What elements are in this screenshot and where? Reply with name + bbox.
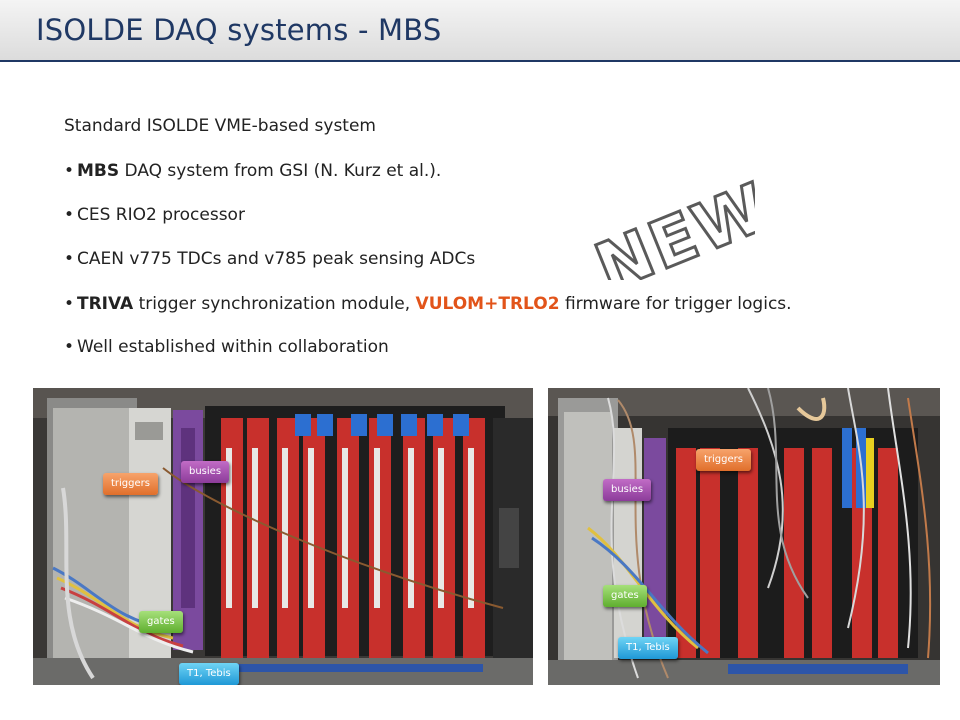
callout-gates: gates (603, 585, 647, 607)
bullet-caen: •CAEN v775 TDCs and v785 peak sensing AD… (64, 249, 475, 269)
bullet-dot: • (64, 337, 75, 357)
new-stamp: NEW! (584, 170, 755, 280)
callout-t1-tebis: T1, Tebis (179, 663, 239, 685)
bullet-triva: •TRIVA trigger synchronization module, V… (64, 294, 792, 314)
bullet-text: trigger synchronization module, (133, 294, 416, 314)
bullet-text-after: firmware for trigger logics. (559, 294, 792, 314)
bullet-collaboration: •Well established within collaboration (64, 337, 389, 357)
bullet-bold: TRIVA (77, 294, 134, 314)
bullet-dot: • (64, 249, 75, 269)
callout-gates: gates (139, 611, 183, 633)
bullet-text: DAQ system from GSI (N. Kurz et al.). (119, 161, 442, 181)
page-title: ISOLDE DAQ systems - MBS (36, 13, 442, 47)
new-stamp-text: NEW! (585, 170, 755, 280)
bullet-mbs: •MBS DAQ system from GSI (N. Kurz et al.… (64, 161, 441, 181)
crate-photo-left: triggers busies gates T1, Tebis (33, 388, 533, 685)
bullet-bold: MBS (77, 161, 120, 181)
bullet-text: CES RIO2 processor (77, 205, 245, 225)
intro-text: Standard ISOLDE VME-based system (64, 116, 376, 136)
callout-busies: busies (181, 461, 230, 483)
callout-t1-tebis: T1, Tebis (618, 637, 678, 659)
title-bar: ISOLDE DAQ systems - MBS (0, 0, 960, 62)
crate-image-left (33, 388, 533, 685)
bullet-dot: • (64, 294, 75, 314)
bullet-highlight: VULOM+TRLO2 (415, 294, 560, 314)
bullet-rio2: •CES RIO2 processor (64, 205, 245, 225)
callout-triggers: triggers (696, 449, 751, 471)
crate-photo-right: triggers busies gates T1, Tebis (548, 388, 940, 685)
callout-busies: busies (603, 479, 652, 501)
bullet-text: CAEN v775 TDCs and v785 peak sensing ADC… (77, 249, 476, 269)
bullet-dot: • (64, 205, 75, 225)
bullet-dot: • (64, 161, 75, 181)
bullet-text: Well established within collaboration (77, 337, 389, 357)
callout-triggers: triggers (103, 473, 158, 495)
crate-image-right (548, 388, 940, 685)
